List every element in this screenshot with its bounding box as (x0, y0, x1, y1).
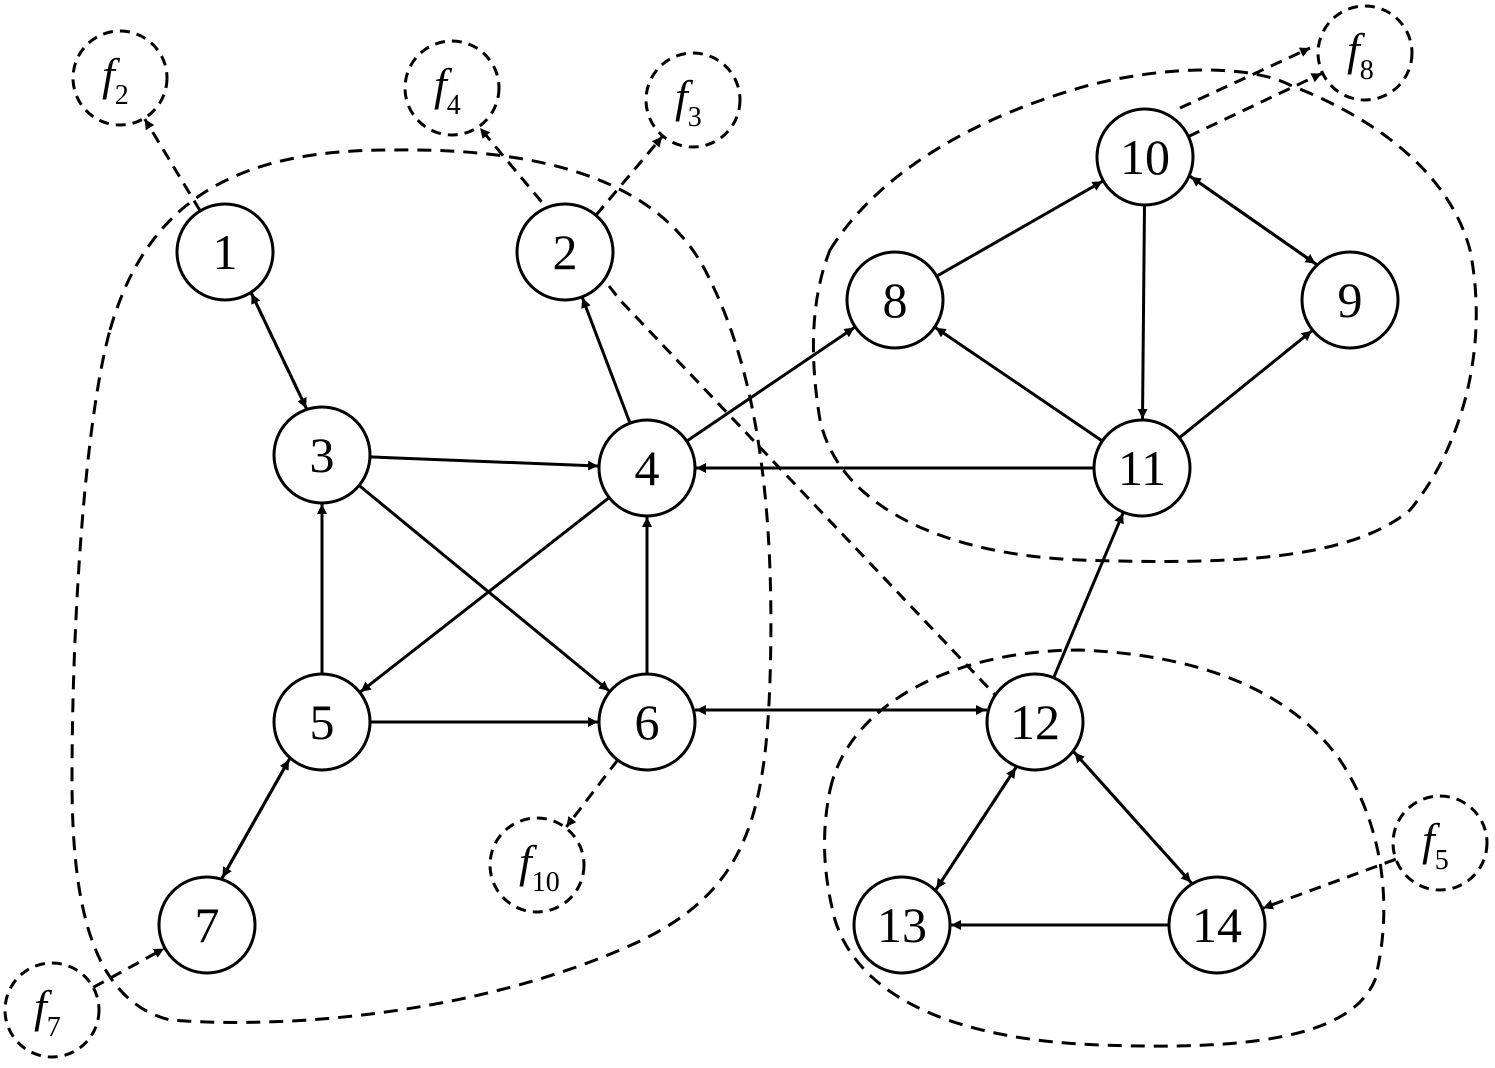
node-circle (597, 672, 697, 772)
node-5: 5 (272, 672, 372, 772)
dashed-edge-12-to-14 (1072, 750, 1193, 884)
flow-circle (644, 51, 742, 149)
node-4: 4 (597, 418, 697, 518)
node-label: 7 (195, 897, 220, 953)
node-9: 9 (1300, 250, 1400, 350)
flow-f4: f4 (403, 39, 501, 137)
node-circle (1095, 107, 1195, 207)
edge-9-to-10 (1190, 175, 1318, 266)
node-circle (852, 875, 952, 975)
edge-11-to-9 (1178, 329, 1313, 439)
flow-f10: f10 (488, 816, 586, 914)
edge-8-to-10 (935, 179, 1104, 278)
dashed-edge-f7-to-7 (92, 947, 165, 989)
edge-7-to-5 (220, 758, 291, 880)
node-label: 10 (1120, 129, 1170, 185)
node-circle (1167, 875, 1267, 975)
flow-circle (3, 961, 101, 1059)
node-3: 3 (272, 405, 372, 505)
region-boundaries (70, 68, 1478, 1048)
node-13: 13 (852, 875, 952, 975)
edge-3-to-4 (369, 455, 599, 471)
dashed-edges (92, 46, 1397, 989)
node-label: 12 (1010, 694, 1060, 750)
node-label: 8 (883, 272, 908, 328)
node-circle (515, 202, 615, 302)
flow-circle (71, 29, 169, 127)
flow-f7: f7 (3, 961, 101, 1059)
node-label: 4 (635, 440, 660, 496)
dashed-edge-1-to-f2 (143, 118, 202, 212)
node-14: 14 (1167, 875, 1267, 975)
node-7: 7 (157, 875, 257, 975)
dashed-edge-3-to-1 (250, 292, 309, 410)
flow-f8: f8 (1316, 4, 1414, 102)
flow-nodes: f2 f3 f4 f5 f7 f8 f10 (3, 4, 1489, 1059)
node-label: 13 (877, 897, 927, 953)
region-top-right (811, 68, 1478, 564)
node-circle (1300, 250, 1400, 350)
node-label: 3 (310, 427, 335, 483)
dashed-edge-6-to-f10 (565, 759, 619, 828)
dashed-edge-13-to-12 (934, 767, 1017, 891)
node-6: 6 (597, 672, 697, 772)
flow-circle (403, 39, 501, 137)
node-circle (272, 672, 372, 772)
node-label: 11 (1118, 440, 1166, 496)
node-circle (597, 418, 697, 518)
node-2: 2 (515, 202, 615, 302)
edge-3-to-6 (358, 484, 611, 693)
node-8: 8 (845, 250, 945, 350)
flow-f3: f3 (644, 51, 742, 149)
node-label: 2 (553, 224, 578, 280)
flow-circle (1316, 4, 1414, 102)
edge-10-to-11 (1137, 204, 1148, 420)
flow-circle (488, 816, 586, 914)
edge-4-to-8 (685, 326, 856, 443)
node-circle (845, 250, 945, 350)
region-left (70, 148, 773, 1024)
node-circle (157, 875, 257, 975)
node-label: 5 (310, 694, 335, 750)
node-label: 6 (635, 694, 660, 750)
flow-f2: f2 (71, 29, 169, 127)
dashed-edge-10-to-f8 (1187, 72, 1323, 138)
node-1: 1 (175, 202, 275, 302)
solid-edges (220, 175, 1318, 930)
node-label: 9 (1338, 272, 1363, 328)
edge-11-to-8 (934, 326, 1104, 443)
node-circle (985, 672, 1085, 772)
dashed-edge-2-to-f3 (594, 135, 664, 217)
node-12: 12 (985, 672, 1085, 772)
dashed-edge-12-to-f8 (1179, 46, 1311, 110)
node-circle (175, 202, 275, 302)
node-circle (1092, 418, 1192, 518)
node-11: 11 (1092, 418, 1192, 518)
flow-f5: f5 (1391, 794, 1489, 892)
flow-circle (1391, 794, 1489, 892)
node-circle (272, 405, 372, 505)
node-10: 10 (1095, 107, 1195, 207)
node-label: 14 (1192, 897, 1242, 953)
edge-4-to-5 (359, 496, 611, 693)
edge-12-to-11 (1052, 512, 1125, 679)
dashed-edge-f5-to-14 (1262, 857, 1397, 910)
region-bottom-right (823, 648, 1386, 1048)
edge-4-to-2 (580, 297, 632, 424)
node-label: 1 (213, 224, 238, 280)
